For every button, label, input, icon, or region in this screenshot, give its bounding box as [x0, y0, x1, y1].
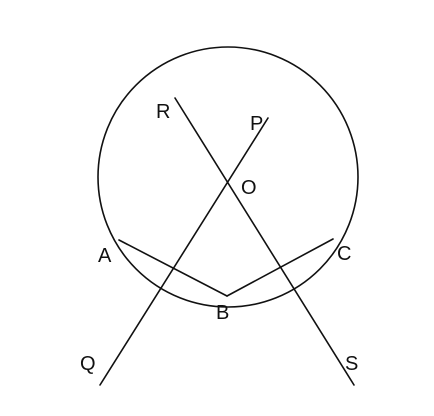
label-c: C: [337, 243, 351, 265]
line-p-q: [99, 117, 269, 386]
chord-a-b: [118, 239, 228, 297]
label-s: S: [345, 353, 358, 375]
chord-b-c: [226, 238, 334, 297]
label-o: O: [241, 177, 257, 199]
label-p: P: [250, 113, 263, 135]
label-q: Q: [80, 353, 96, 375]
label-b: B: [216, 302, 229, 324]
label-a: A: [98, 245, 112, 267]
label-r: R: [156, 101, 170, 123]
line-r-s: [174, 97, 355, 386]
circle: [97, 46, 359, 308]
